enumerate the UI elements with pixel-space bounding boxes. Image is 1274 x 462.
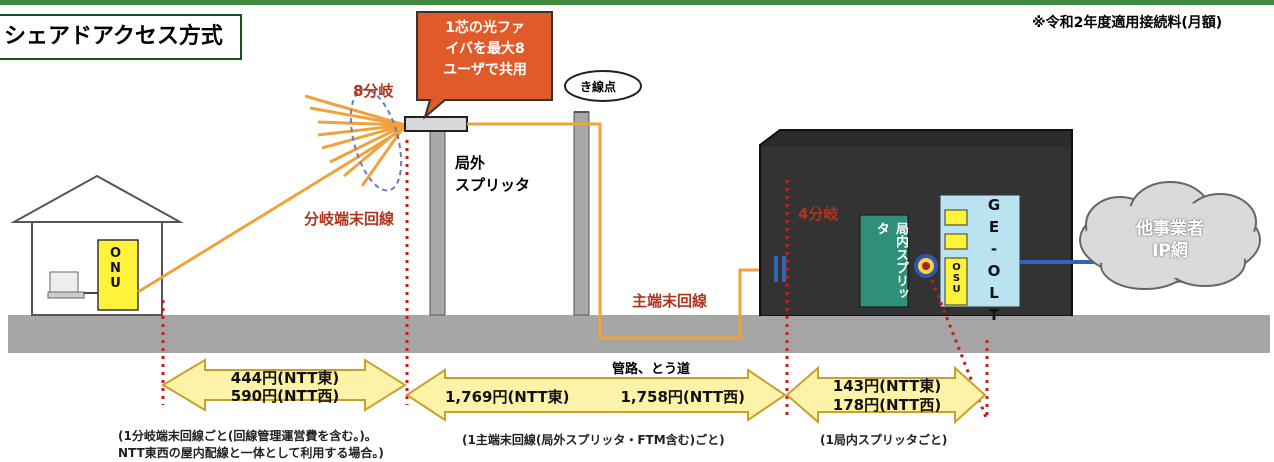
price-right-east: 143円(NTT東) (832, 377, 942, 395)
price-middle-west: 1,758円(NTT西) (620, 388, 745, 406)
pole-right (573, 111, 590, 316)
cloud-line: 他事業者 (1136, 219, 1204, 239)
cloud-line: IP網 (1152, 241, 1188, 261)
callout-line: イバを最大8 (445, 41, 525, 57)
house (10, 174, 184, 316)
main-fiber (467, 122, 850, 340)
note-right: (1局内スプリッタごと) (820, 433, 948, 447)
price-arrow-middle (405, 368, 787, 422)
callout-line: 1芯の光ファ (445, 20, 525, 36)
inside-splitter-label: 局内スプリッタ (874, 222, 908, 300)
pole-point-label: き線点 (580, 80, 617, 94)
boundary-lines (161, 140, 989, 421)
price-arrow-left (161, 358, 407, 412)
onu-label: ONU (108, 246, 123, 291)
outside-splitter-line: 局外 (455, 154, 486, 172)
inside-splitter (859, 214, 909, 308)
main-line-label: 主端末回線 (632, 292, 708, 310)
pole-left (429, 117, 446, 316)
split4-label: 4分岐 (798, 205, 839, 223)
outside-splitter-line: スプリッタ (455, 176, 531, 194)
note-left-line: (1分岐端末回線ごと(回線管理運営費を含む。)。 (118, 429, 377, 443)
price-right: 143円(NTT東) 178円(NTT西) (812, 377, 962, 415)
note-left: (1分岐端末回線ごと(回線管理運営費を含む。)。 NTT東西の屋内配線と一体とし… (118, 428, 384, 462)
callout-text: 1芯の光ファ イバを最大8 ユーザで共用 (421, 18, 549, 81)
conduit-label: 管路、とう道 (612, 362, 691, 377)
fan-fibers (304, 94, 407, 187)
osu-label: OSU (951, 262, 962, 295)
price-middle-east: 1,769円(NTT東) (445, 388, 570, 406)
ge-olt-label: GE-OLT (985, 196, 1003, 328)
branch-fiber (137, 126, 406, 294)
entry-connector (774, 256, 786, 282)
price-middle: 1,769円(NTT東) 1,758円(NTT西) (445, 386, 745, 407)
branch-line-label: 分岐端末回線 (304, 210, 395, 228)
pole-point-badge (564, 70, 642, 102)
note-left-line: NTT東西の屋内配線と一体として利用する場合。) (118, 446, 384, 460)
ground (8, 315, 1270, 353)
callout-line: ユーザで共用 (443, 62, 527, 78)
price-left: 444円(NTT東) 590円(NTT西) (200, 369, 370, 405)
fan-dashed-ellipse (349, 88, 403, 192)
osu-box (944, 257, 968, 306)
price-right-west: 178円(NTT西) (832, 396, 942, 414)
price-arrow-right (785, 365, 987, 425)
page-title: シェアドアクセス方式 (0, 14, 242, 60)
outside-splitter-label: 局外 スプリッタ (455, 152, 530, 196)
cloud-label: 他事業者 IP網 (1110, 218, 1230, 262)
price-left-east: 444円(NTT東) (230, 369, 340, 387)
top-accent-bar (0, 0, 1274, 5)
price-left-west: 590円(NTT西) (230, 387, 340, 405)
note-middle: (1主端末回線(局外スプリッタ・FTM含む)ごと) (462, 433, 725, 447)
split8-label: 8分岐 (353, 82, 394, 100)
onu-box (97, 239, 139, 311)
callout-bubble (416, 11, 553, 120)
fee-note: ※令和2年度適用接続料(月額) (1032, 15, 1223, 31)
pc-icon (49, 271, 79, 293)
outside-splitter-box (404, 116, 468, 132)
